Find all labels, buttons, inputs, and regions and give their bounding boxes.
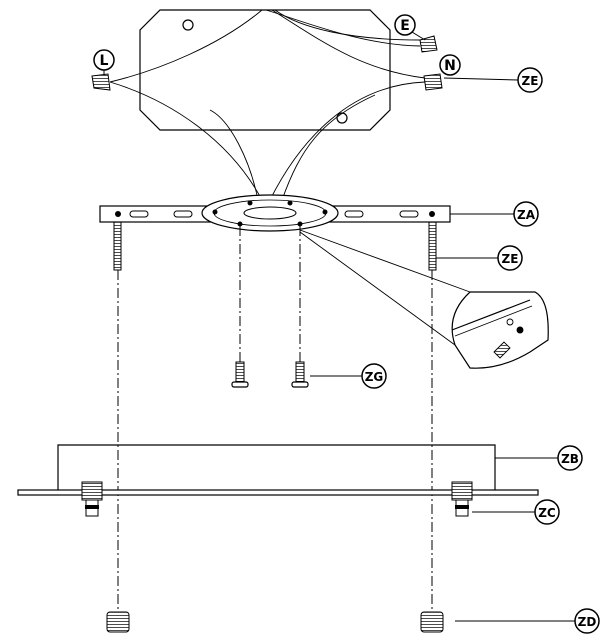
callout-ZC: ZC bbox=[534, 499, 560, 525]
threaded-rod-left bbox=[113, 221, 122, 271]
callout-ZE-top: ZE bbox=[517, 67, 543, 93]
finial-left bbox=[81, 481, 103, 517]
detail-inset bbox=[299, 229, 549, 369]
wire-drop-right bbox=[281, 94, 376, 201]
leader-lines bbox=[103, 31, 575, 622]
bar-slot-3 bbox=[344, 210, 364, 218]
wire-L-upper bbox=[109, 9, 263, 83]
callout-N: N bbox=[439, 54, 461, 76]
bar-slot-2 bbox=[173, 210, 193, 218]
alignment-lines bbox=[117, 226, 433, 612]
bar-hole-left bbox=[115, 211, 121, 217]
callout-E-label: E bbox=[400, 18, 410, 34]
callout-ZD-label: ZD bbox=[578, 615, 597, 629]
callout-L: L bbox=[93, 49, 115, 71]
callout-E: E bbox=[394, 14, 416, 36]
callout-L-label: L bbox=[100, 53, 109, 69]
bar-slot-1 bbox=[129, 210, 149, 218]
screw-right bbox=[291, 361, 309, 388]
callout-ZE-side: ZE bbox=[497, 245, 523, 271]
wire-E-lower bbox=[274, 9, 421, 41]
wire-drop-left bbox=[209, 109, 259, 201]
center-ring-plate bbox=[201, 194, 339, 232]
wire-L-lower bbox=[109, 81, 263, 201]
callout-ZD: ZD bbox=[574, 608, 600, 634]
cap-nut-left bbox=[106, 611, 130, 633]
callout-N-label: N bbox=[444, 58, 456, 74]
callout-ZA: ZA bbox=[513, 201, 539, 227]
callout-ZE-side-label: ZE bbox=[502, 252, 519, 266]
callout-ZG: ZG bbox=[361, 363, 387, 389]
wire-N-upper bbox=[271, 9, 426, 79]
bar-hole-right bbox=[429, 211, 435, 217]
junction-box-hole-bottom bbox=[336, 112, 348, 124]
wire-N-lower bbox=[269, 81, 426, 201]
screw-left bbox=[231, 361, 249, 388]
callout-ZG-label: ZG bbox=[365, 370, 384, 384]
connector-N bbox=[423, 73, 443, 91]
junction-box-hole-top bbox=[182, 19, 194, 31]
fixture-body bbox=[17, 444, 539, 496]
cap-nut-right bbox=[420, 611, 444, 633]
bar-slot-4 bbox=[399, 210, 419, 218]
finial-right bbox=[451, 481, 473, 517]
wires bbox=[109, 9, 426, 201]
callout-ZB-label: ZB bbox=[561, 452, 579, 466]
callout-ZA-label: ZA bbox=[517, 208, 536, 222]
callout-ZC-label: ZC bbox=[538, 506, 556, 520]
callout-ZE-top-label: ZE bbox=[522, 74, 539, 88]
threaded-rod-right bbox=[428, 221, 437, 271]
callout-ZB: ZB bbox=[557, 445, 583, 471]
connector-L bbox=[91, 73, 111, 91]
